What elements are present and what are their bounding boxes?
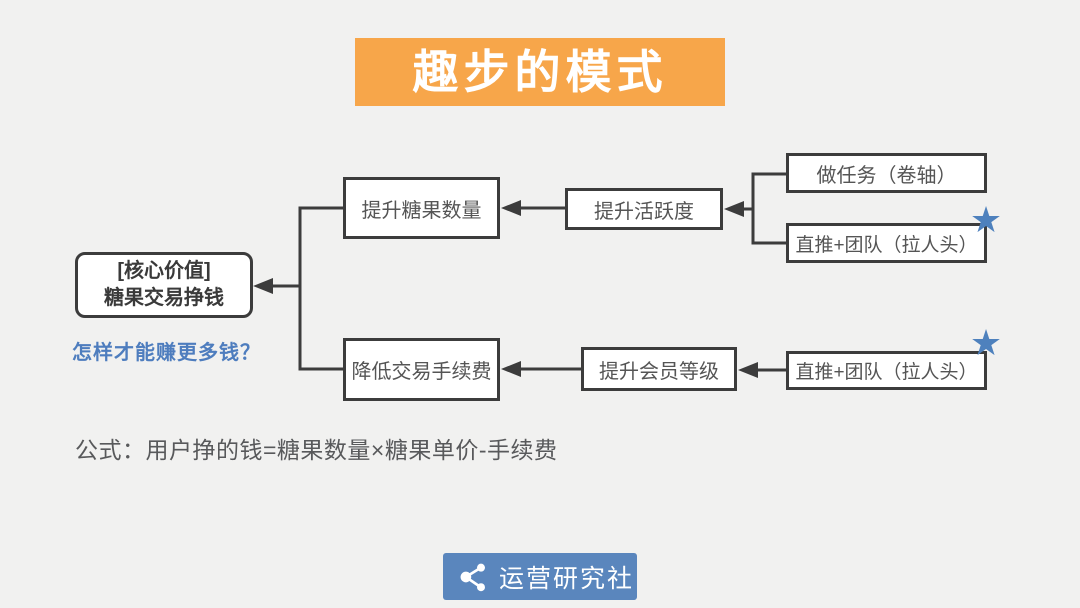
box-fee: 降低交易手续费	[343, 338, 500, 401]
box-member-level-label: 提升会员等级	[599, 360, 719, 383]
box-activity-label: 提升活跃度	[594, 200, 694, 223]
box-activity: 提升活跃度	[565, 188, 723, 230]
slide-title-banner: 趣步的模式	[355, 38, 725, 106]
star-icon: ★	[969, 200, 1003, 241]
box-referral-bottom-label: 直推+团队（拉人头）	[795, 362, 978, 383]
arrow-member-to-fee	[501, 361, 581, 377]
box-member-level: 提升会员等级	[581, 347, 737, 391]
box-candy-quantity-label: 提升糖果数量	[361, 199, 482, 222]
formula-text: 公式：用户挣的钱=糖果数量×糖果单价-手续费	[75, 437, 558, 463]
arrow-referral-to-member	[738, 362, 786, 378]
share-icon	[460, 563, 485, 591]
box-tasks-label: 做任务（卷轴）	[816, 164, 957, 187]
box-referral-top: 直推+团队（拉人头）	[786, 223, 987, 263]
bracket-right-top	[724, 172, 786, 245]
question-annotation: 怎样才能赚更多钱？	[72, 342, 261, 364]
arrow-activity-to-candy	[501, 200, 565, 216]
core-value-box: [核心价值] 糖果交易挣钱	[75, 252, 253, 318]
box-referral-bottom: 直推+团队（拉人头）	[786, 351, 987, 390]
core-value-line1: [核心价值]	[117, 260, 211, 282]
slide-title: 趣步的模式	[412, 46, 668, 98]
box-tasks: 做任务（卷轴）	[786, 153, 987, 193]
brand-logo: 运营研究社	[443, 553, 637, 600]
box-candy-quantity: 提升糖果数量	[343, 177, 500, 239]
brand-name: 运营研究社	[499, 564, 635, 593]
box-referral-top-label: 直推+团队（拉人头）	[795, 234, 978, 256]
box-fee-label: 降低交易手续费	[351, 361, 492, 383]
star-icon: ★	[969, 323, 1003, 364]
bracket-left	[253, 206, 343, 371]
core-value-line2: 糖果交易挣钱	[104, 287, 224, 309]
